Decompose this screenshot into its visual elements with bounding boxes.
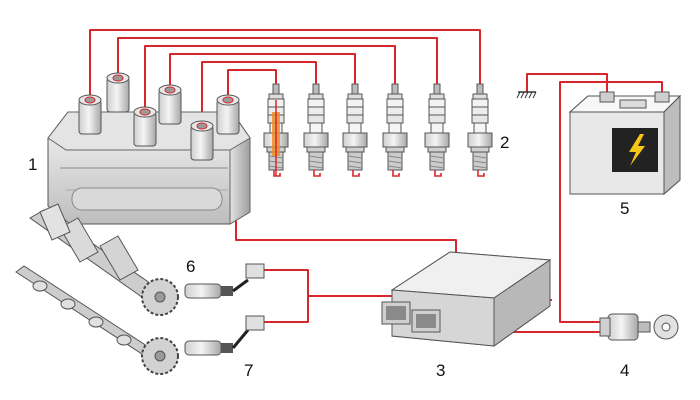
callout-ecu: 3	[436, 361, 446, 380]
crankshaft	[29, 203, 161, 301]
callout-spark-plugs: 2	[500, 133, 510, 152]
battery	[568, 91, 682, 196]
key-icon	[653, 314, 679, 340]
crankshaft-position-sensor	[184, 263, 265, 299]
spark-plug	[342, 83, 368, 177]
camshaft-gear	[141, 337, 179, 375]
spark-plug	[303, 83, 329, 177]
ignition-coil	[47, 72, 251, 225]
spark-plugs	[263, 83, 493, 177]
spark-plug	[382, 83, 408, 177]
wire-coil-to-ecu	[235, 205, 457, 252]
spark-plug-cutaway	[263, 83, 289, 177]
wire-sensors-ecu	[262, 269, 392, 323]
spark-plug	[467, 83, 493, 177]
wire-coil6-plug1	[227, 69, 277, 100]
spark-plug	[424, 83, 450, 177]
wire-battery-ground	[526, 73, 608, 96]
callout-crankshaft-sensor: 6	[186, 257, 196, 276]
crankshaft-gear	[141, 278, 179, 316]
callout-camshaft-sensor: 7	[244, 361, 254, 380]
lightning-bolt-icon	[629, 134, 645, 166]
wire-battery-switch	[559, 81, 663, 323]
ignition-switch	[599, 313, 679, 341]
callout-battery: 5	[620, 199, 630, 218]
engine-control-unit	[381, 251, 552, 347]
camshaft-position-sensor	[184, 315, 265, 356]
ground-symbol-icon	[516, 91, 537, 99]
callout-ignition-coil: 1	[28, 155, 38, 174]
callout-ignition-switch: 4	[620, 361, 630, 380]
